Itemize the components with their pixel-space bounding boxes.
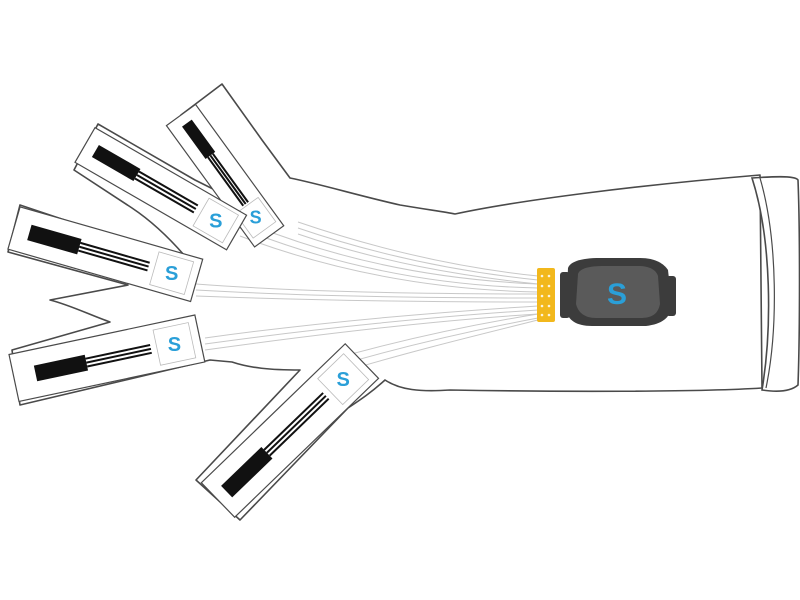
sensor-bar — [182, 119, 216, 159]
sensor-logo-pad — [152, 322, 197, 366]
sensor-bar — [91, 144, 141, 182]
pinky-sensor: S — [8, 314, 206, 403]
sensor-trace — [263, 392, 324, 451]
sensor-trace — [79, 245, 149, 268]
sensor-trace — [209, 154, 247, 205]
sensor-wires — [195, 219, 539, 373]
sensor-trace — [85, 344, 151, 360]
sensor-trace — [87, 351, 152, 368]
sensor-logo-pad — [192, 197, 240, 244]
sensor-logo-pad — [234, 196, 277, 239]
glove-cuff — [750, 175, 800, 392]
sensor-bar — [221, 447, 273, 498]
ribbon-connector — [537, 268, 555, 322]
index-sensor: S — [7, 206, 204, 303]
sensor-bar — [27, 224, 82, 255]
sensor-trace — [80, 241, 150, 264]
wrist-module: S — [560, 258, 676, 326]
brand-logo-icon: S — [250, 208, 262, 228]
brand-logo-icon: S — [165, 263, 178, 285]
middle-sensor: S — [74, 126, 248, 251]
sensor-trace — [138, 170, 199, 207]
brand-logo-icon: S — [168, 334, 181, 356]
sensor-trace — [134, 177, 195, 214]
sensor-trace — [77, 249, 148, 272]
sensor-logo-pad — [317, 353, 370, 406]
brand-logo-icon: S — [209, 211, 222, 233]
thumb-sensor: S — [200, 342, 380, 519]
sensor-trace — [136, 174, 197, 210]
sensor-trace — [207, 156, 245, 207]
sensor-trace — [268, 397, 330, 457]
ring-sensor: S — [165, 103, 285, 248]
sensor-trace — [86, 347, 152, 364]
sensor-trace — [212, 153, 249, 203]
brand-logo-icon: S — [336, 369, 349, 391]
brand-logo-icon: S — [607, 278, 627, 311]
sensor-logo-pad — [149, 251, 195, 296]
glove-cuff-inner — [759, 177, 775, 389]
sensor-trace — [266, 395, 327, 454]
sensor-bar — [33, 354, 89, 382]
